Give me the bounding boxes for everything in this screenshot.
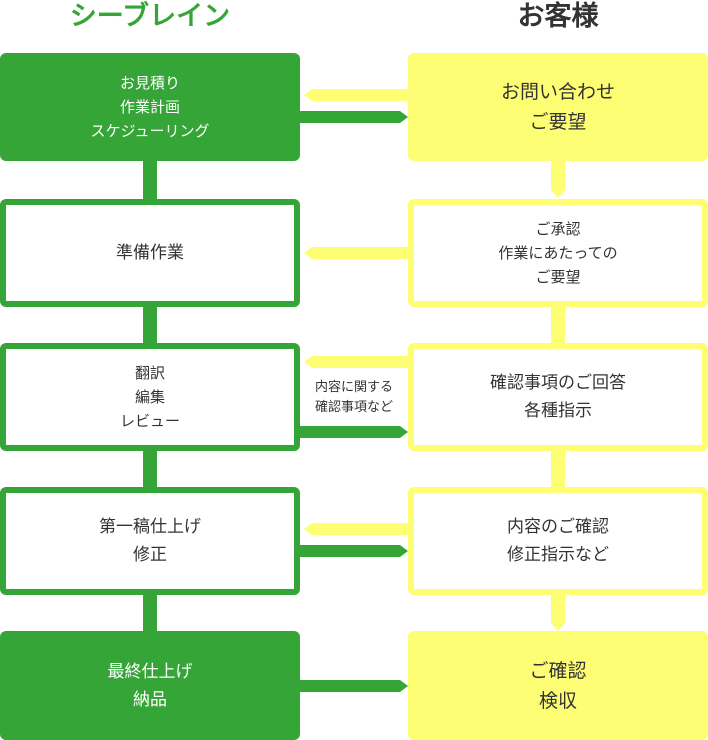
customer-inquiry: お問い合わせご要望 — [408, 53, 708, 161]
company-header: シーブレイン — [69, 1, 231, 32]
left-arrow — [304, 356, 410, 368]
customer-flow-line — [551, 450, 565, 490]
customer-flow-line — [551, 305, 565, 345]
step-text: ご要望 — [529, 111, 587, 133]
step-text: 翻訳 — [134, 364, 165, 382]
down-arrow — [551, 593, 565, 631]
down-arrow — [551, 160, 565, 198]
step-text: 作業計画 — [119, 98, 180, 116]
note-text: 確認事項など — [314, 400, 393, 415]
customer-approval: ご承認作業にあたってのご要望 — [408, 199, 708, 307]
step-text: ご確認 — [529, 659, 587, 682]
right-arrow — [296, 426, 408, 438]
left-arrow — [304, 247, 410, 259]
step-text: 納品 — [133, 689, 167, 710]
right-arrow — [296, 111, 408, 123]
left-arrow — [304, 523, 410, 535]
step-preparation: 準備作業 — [0, 199, 300, 307]
note-text: 内容に関する — [314, 380, 393, 395]
step-text: 確認事項のご回答 — [490, 373, 626, 393]
customer-header: お客様 — [517, 1, 599, 32]
step-text: スケジューリング — [90, 122, 210, 140]
step-text: レビュー — [119, 412, 180, 430]
customer-answers: 確認事項のご回答各種指示 — [408, 343, 708, 451]
customer-review: 内容のご確認修正指示など — [408, 487, 708, 595]
step-text: ご承認 — [535, 220, 581, 238]
step-text: お見積り — [119, 74, 180, 92]
right-arrow — [296, 680, 408, 692]
step-delivery: 最終仕上げ納品 — [0, 631, 300, 740]
step-text: お問い合わせ — [500, 81, 615, 103]
step-text: 検収 — [538, 689, 577, 712]
arrow-note: 内容に関する確認事項など — [300, 378, 408, 418]
step-text: 作業にあたっての — [498, 244, 618, 262]
step-first-draft: 第一稿仕上げ修正 — [0, 487, 300, 595]
step-text: 第一稿仕上げ — [99, 517, 201, 537]
step-text: 修正指示など — [507, 545, 609, 565]
step-text: 各種指示 — [524, 401, 592, 421]
step-translation: 翻訳編集レビュー — [0, 343, 300, 451]
step-text: 修正 — [133, 545, 167, 565]
step-text: ご要望 — [535, 268, 581, 286]
step-text: 編集 — [134, 388, 165, 406]
left-arrow — [304, 89, 410, 101]
step-text: 内容のご確認 — [507, 517, 609, 537]
step-estimate: お見積り作業計画スケジューリング — [0, 53, 300, 161]
right-arrow — [296, 545, 408, 557]
customer-acceptance: ご確認検収 — [408, 631, 708, 740]
step-text: 最終仕上げ — [107, 661, 193, 682]
step-text: 準備作業 — [116, 243, 184, 263]
